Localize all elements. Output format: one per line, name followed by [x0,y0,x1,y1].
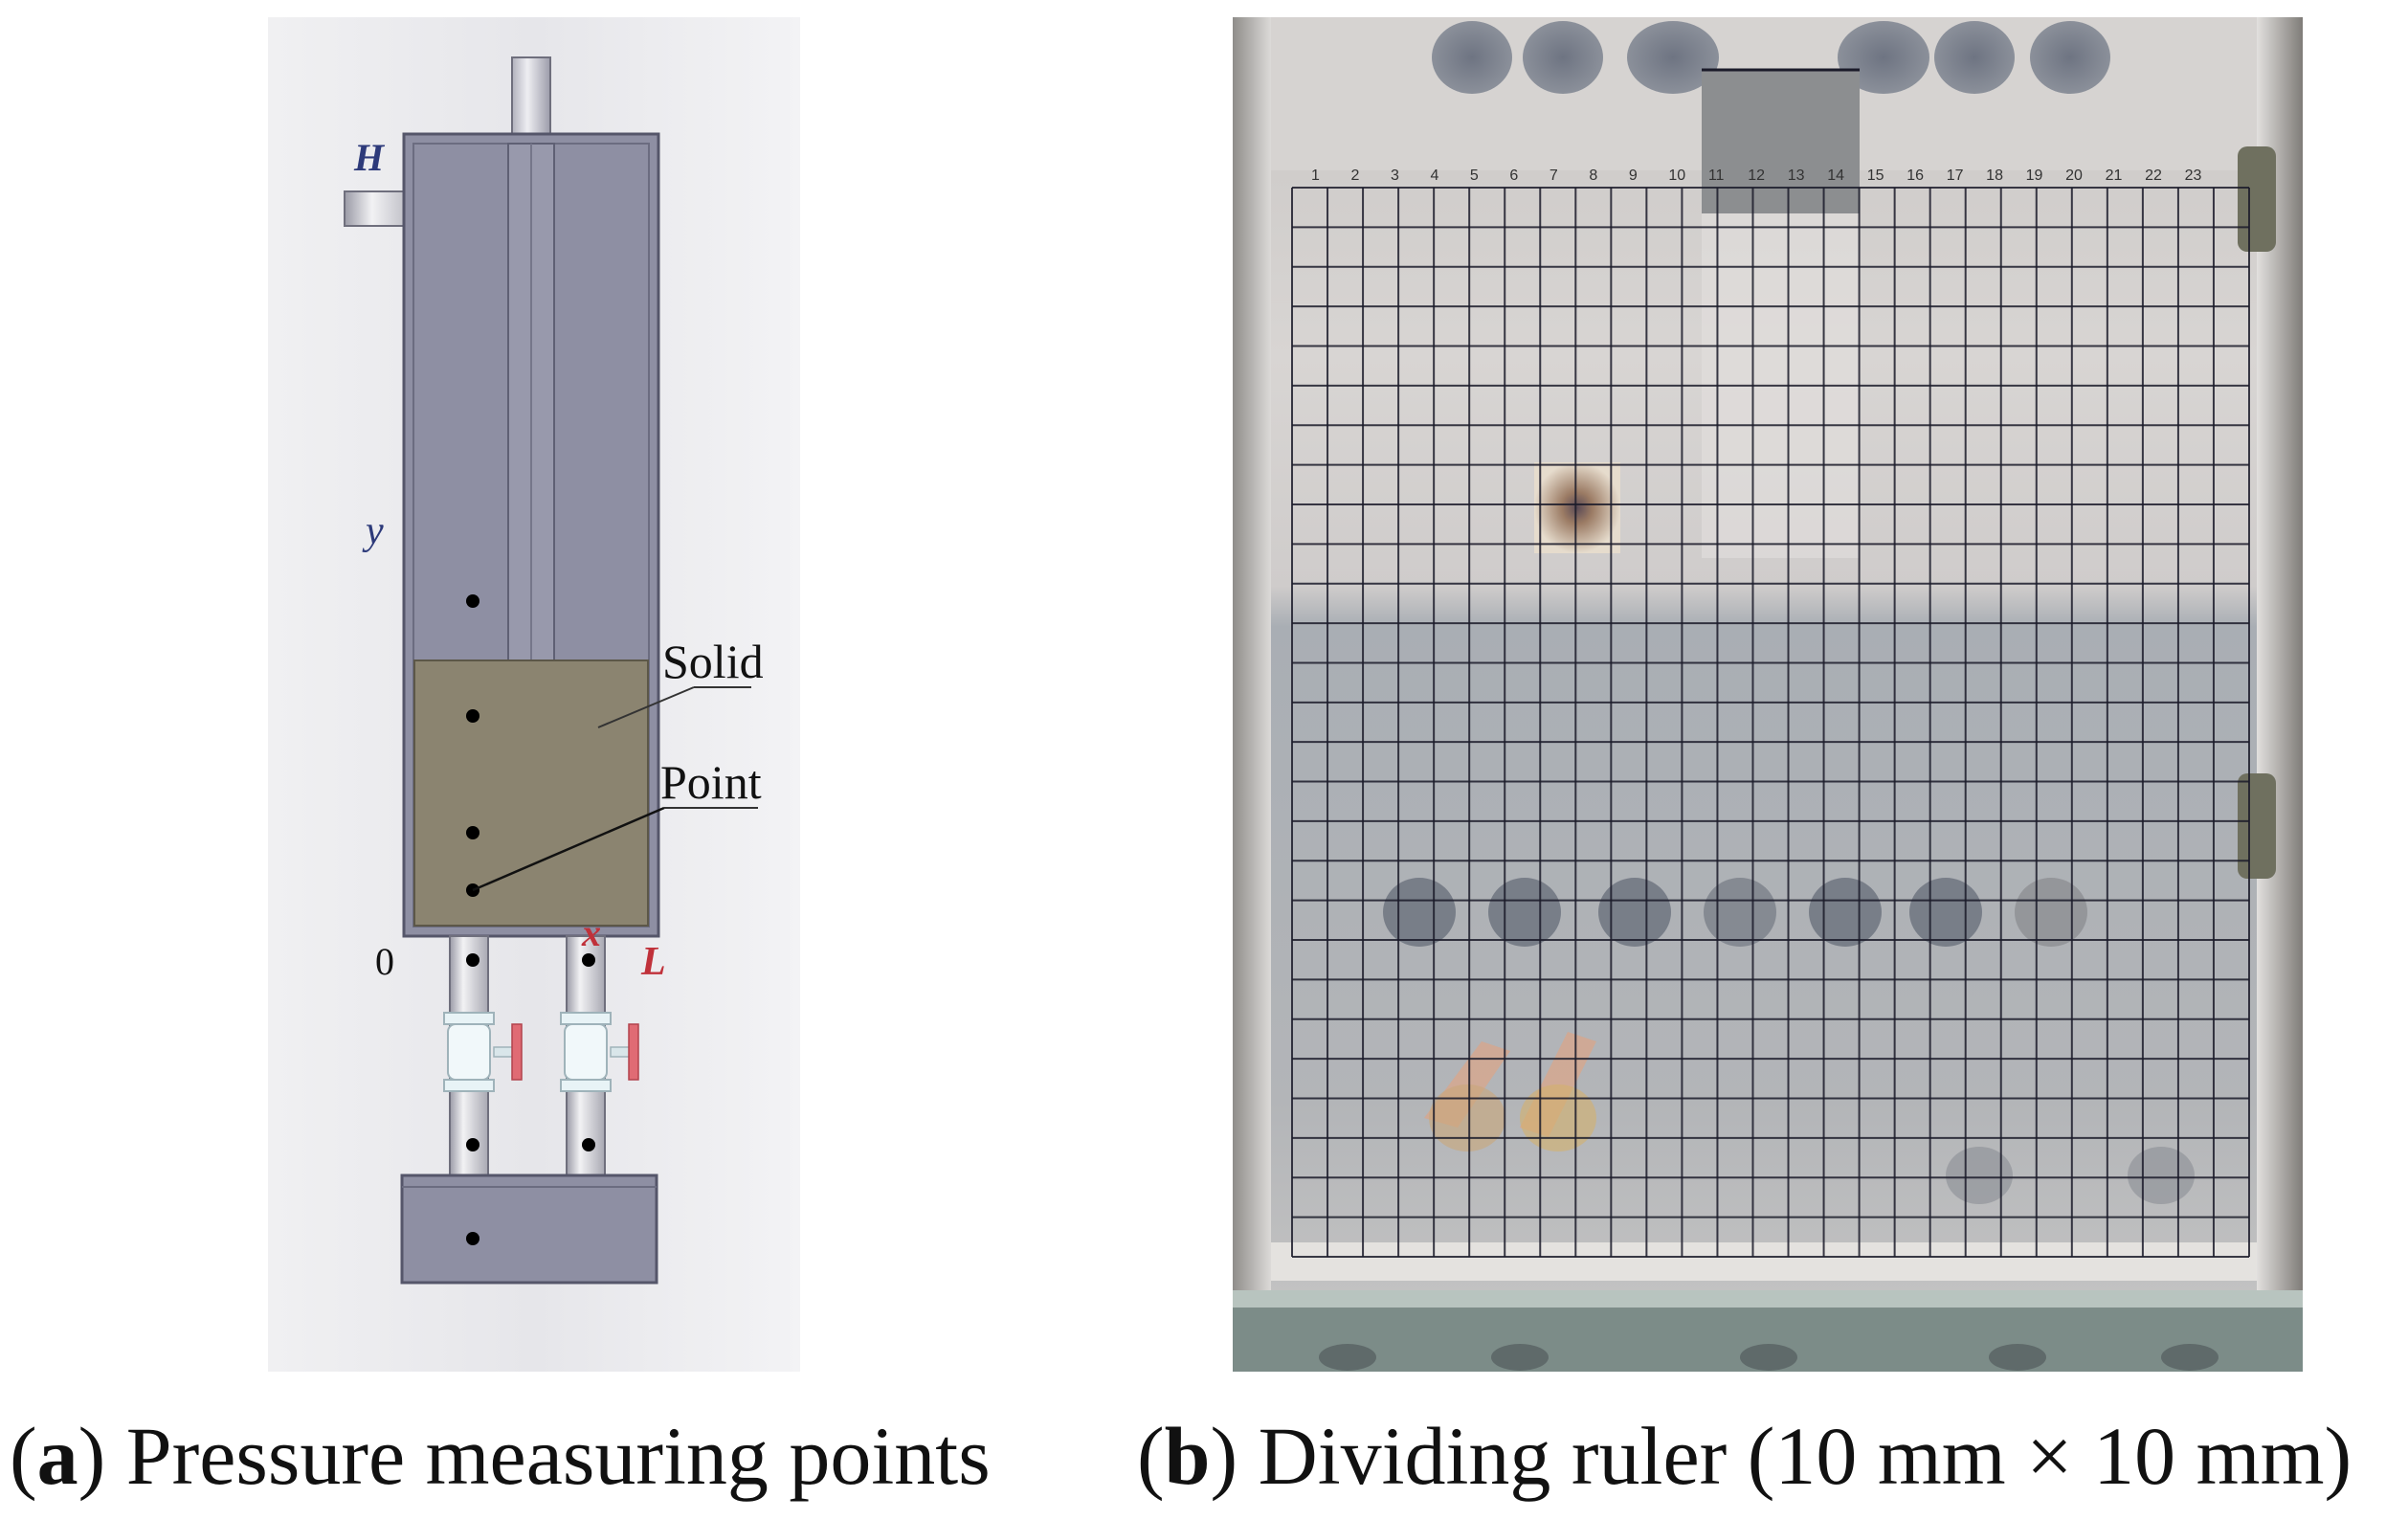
label-L: L [640,940,666,984]
ruler-number: 11 [1708,168,1725,184]
ruler-number: 22 [2145,168,2162,184]
measuring-point [582,953,595,967]
caption-b-letter: b [1164,1410,1211,1502]
ruler-number: 10 [1668,168,1685,184]
ruler-number: 19 [2026,168,2043,184]
point-leader-line [472,806,665,892]
ruler-number: 23 [2185,168,2202,184]
ruler-number: 9 [1629,168,1638,184]
left-valve [443,1012,523,1092]
label-point: Point [660,755,762,809]
dividing-ruler-grid [1291,187,2250,1258]
measuring-points [466,594,595,1245]
schematic-drawing: H y 0 x L Solid Point [268,17,800,1372]
ruler-number: 13 [1788,168,1805,184]
label-H: H [353,136,386,179]
top-holes [1432,21,2110,94]
measuring-point [466,826,479,839]
ruler-number: 18 [1986,168,2003,184]
left-frame [1233,17,1271,1372]
bottom-reservoir [400,1174,658,1285]
ruler-number: 2 [1350,168,1359,184]
measuring-point [466,594,479,608]
right-connector-top [2238,146,2276,252]
piston-block [1702,70,1860,213]
label-y: y [362,509,384,553]
ruler-number: 20 [2065,168,2083,184]
ruler-number: 17 [1947,168,1964,184]
measuring-point [466,953,479,967]
caption-b: (b) Dividing ruler (10 mm × 10 mm) [1137,1410,2352,1502]
lower-holes [1383,878,2087,947]
measuring-point [466,1232,479,1245]
ruler-number: 6 [1509,168,1518,184]
solid-leader-line [597,686,695,728]
ruler-number: 4 [1430,168,1438,184]
measuring-point [466,1138,479,1151]
ruler-number: 3 [1391,168,1399,184]
label-origin: 0 [375,940,394,983]
measuring-point [582,1138,595,1151]
solid-region [413,659,649,927]
ruler-number: 1 [1311,168,1320,184]
ruler-number: 12 [1748,168,1765,184]
label-x: x [581,911,601,954]
ruler-number: 14 [1827,168,1844,184]
caption-a-text: Pressure measuring points [125,1410,991,1502]
ruler-number: 8 [1589,168,1597,184]
ruler-number: 21 [2106,168,2123,184]
ruler-number: 5 [1470,168,1479,184]
measuring-point [466,709,479,723]
ruler-number: 15 [1867,168,1884,184]
ruler-number: 16 [1906,168,1924,184]
label-solid: Solid [662,635,764,688]
caption-b-text: Dividing ruler (10 mm × 10 mm) [1258,1410,2352,1502]
right-connector-bottom [2238,773,2276,879]
right-valve [560,1012,639,1092]
stain-mark [1534,462,1620,553]
schematic-panel: H y 0 x L Solid Point [268,17,800,1372]
ruler-number: 7 [1550,168,1558,184]
base-plate [1271,1242,2257,1281]
caption-a-letter: a [36,1410,78,1502]
caption-a: (a) Pressure measuring points [10,1410,991,1502]
